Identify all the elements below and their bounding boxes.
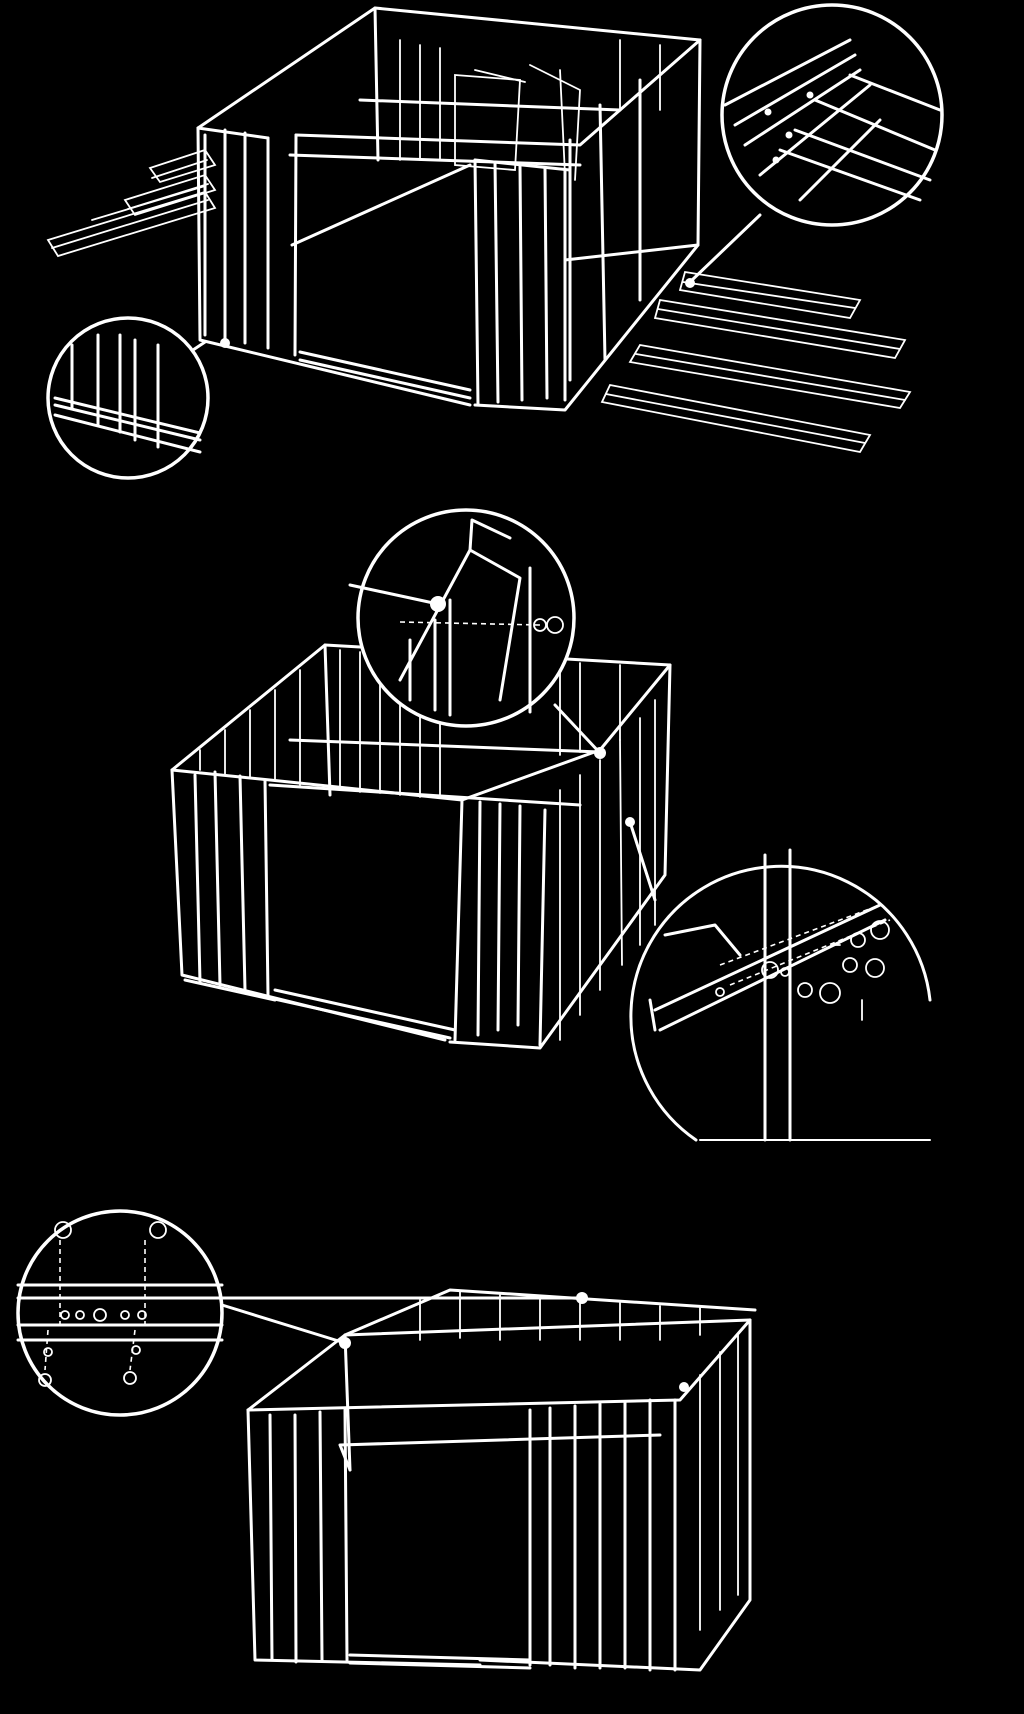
detail-callout-corner-seam xyxy=(348,508,576,728)
leader-line-side-rail xyxy=(628,820,657,902)
detail-callout-side-rail-hardware xyxy=(629,848,932,1142)
callout-point-top-rail xyxy=(685,278,695,288)
loose-wall-panels-right xyxy=(600,270,912,454)
detail-callout-base-rail xyxy=(46,316,210,480)
step-2-walls-assembled xyxy=(170,643,672,1050)
detail-callout-roof-beam-joint xyxy=(16,1209,224,1417)
shed-frame-step-1 xyxy=(196,6,702,412)
detail-callout-top-rail-screws xyxy=(720,3,944,227)
leader-line-corner xyxy=(553,703,602,755)
leader-lines-roof xyxy=(220,1296,584,1345)
callout-point-base xyxy=(220,338,230,348)
detail-circle-arc xyxy=(629,864,932,1142)
loose-wall-panels-left xyxy=(46,148,217,258)
step-3-roof-frame-assembled xyxy=(220,1288,757,1672)
step-1-frame-with-panels xyxy=(46,6,912,454)
callout-point-roof-side xyxy=(679,1382,689,1392)
leader-line-top-rail xyxy=(688,213,762,284)
